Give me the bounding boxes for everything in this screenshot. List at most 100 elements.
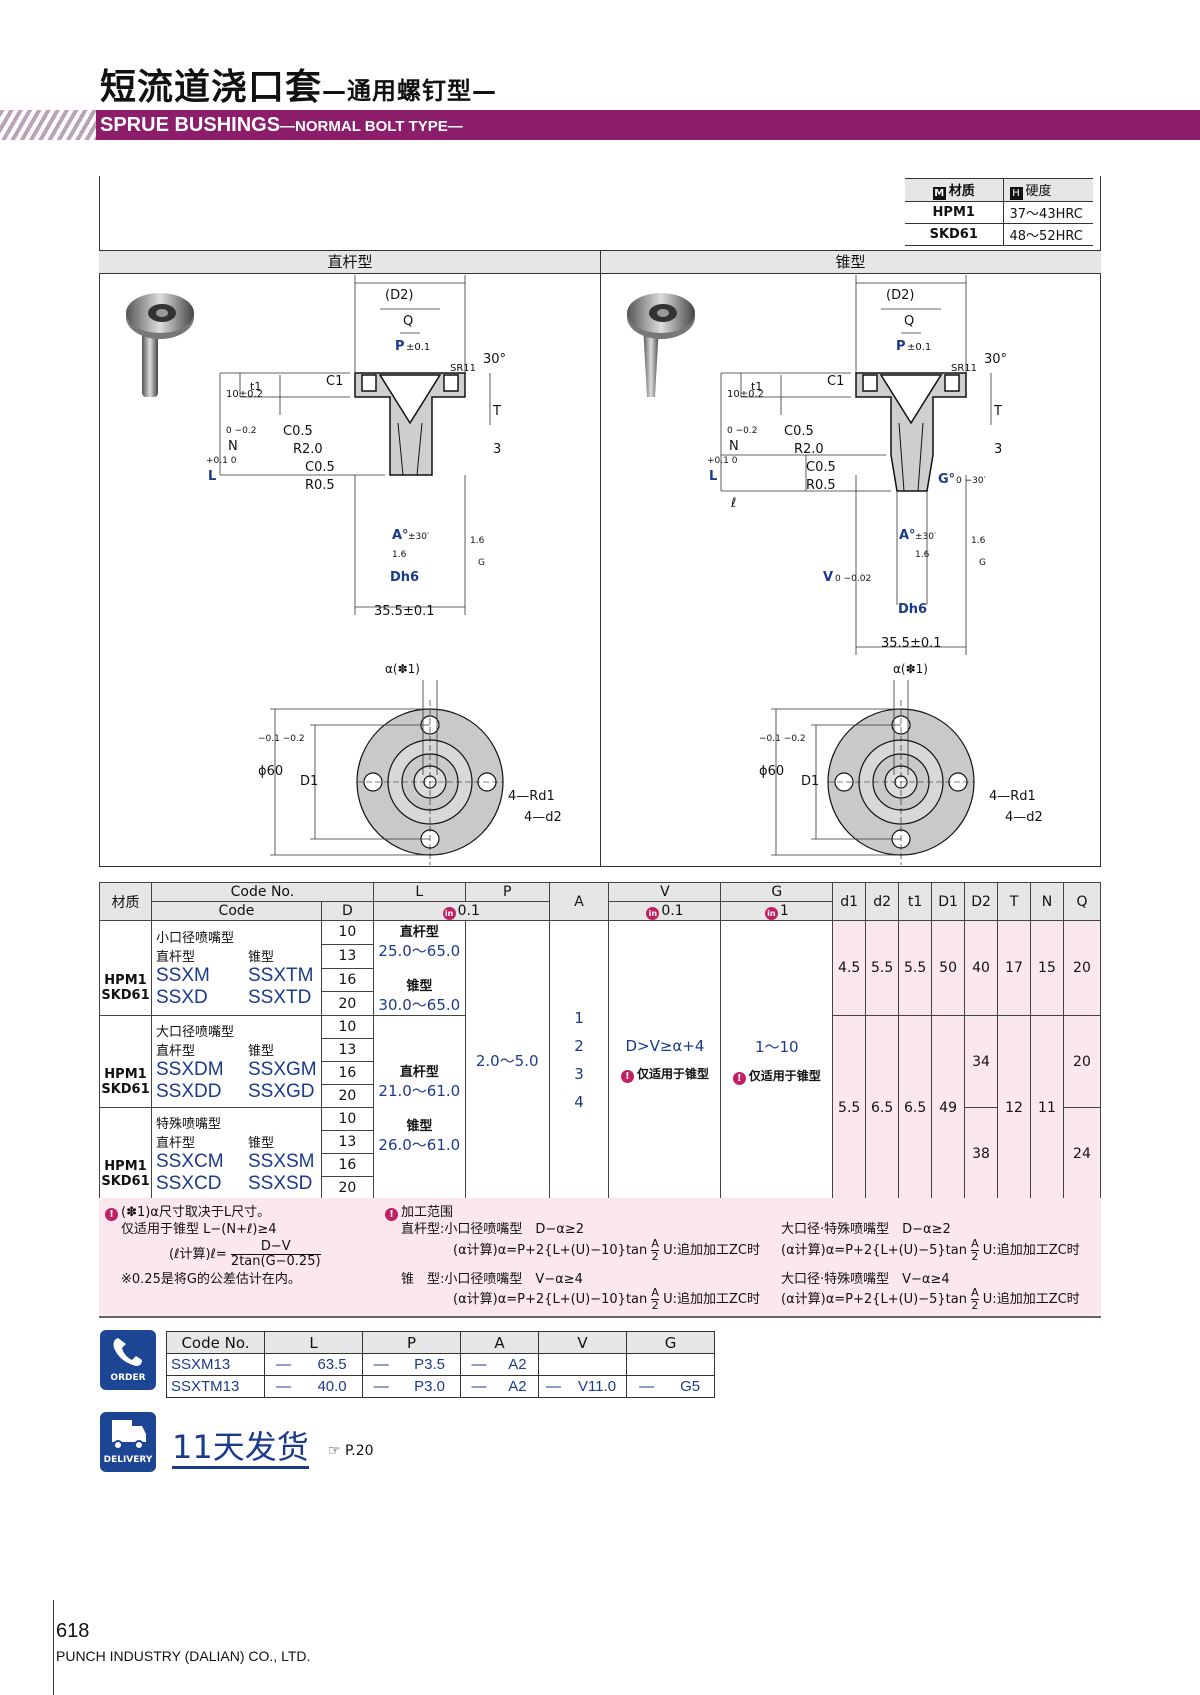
material-hardness: 48～52HRC [1003, 223, 1093, 246]
order-p: P3.0 [399, 1375, 462, 1398]
dim-c05b: C0.5 [305, 460, 335, 475]
dim-g-mark: G [478, 558, 485, 568]
dim-sr11: SR11 [450, 363, 476, 374]
hdr-v: V [608, 882, 722, 902]
page-number: 618 [56, 1620, 90, 1642]
table-row: 13 [100, 943, 1101, 969]
hdr-d2: d2 [865, 882, 900, 921]
dim-phi60-tol: −0.1 −0.2 [258, 734, 305, 744]
dim-q: Q [403, 314, 413, 329]
product-photo [627, 293, 695, 397]
delivery-icon-label: DELIVERY [103, 1455, 153, 1465]
order-sep [626, 1353, 667, 1376]
dim-n: N [228, 439, 238, 454]
hdr-D2: D2 [964, 882, 999, 921]
order-icon-label: ORDER [110, 1373, 146, 1383]
order-a: A2 [496, 1353, 539, 1376]
group3-material: HPM1 SKD61 [99, 1107, 152, 1200]
v-formula: D>V≥α+4 [625, 1037, 705, 1055]
dim-d1: D1 [300, 774, 318, 789]
unit-tag-icon: in [646, 906, 660, 920]
group1-label: 小口径喷嘴型 [155, 931, 234, 946]
table-row: 20 [100, 991, 1101, 1016]
code-ssxgd: SSXGD [247, 1080, 315, 1102]
code-ssxdm: SSXDM [155, 1058, 224, 1080]
order-hdr: V [538, 1331, 627, 1354]
dim-r20: R2.0 [794, 442, 824, 457]
order-sep: — [362, 1375, 400, 1398]
warning-icon: ! [385, 1208, 398, 1221]
note-3: (ℓ计算)ℓ= D−V 2tan(G−0.25) [169, 1240, 321, 1269]
group2-straight-label: 直杆型 [155, 1043, 195, 1059]
group1-l-straight-label: 直杆型 [399, 925, 439, 940]
notes-box: !(✽1)α尺寸取决于L尺寸。 仅适用于锥型 L−(N+ℓ)≥4 (ℓ计算)ℓ=… [99, 1198, 1101, 1318]
hdr-material: 材质 [99, 882, 152, 921]
dim-t1: t1 [250, 380, 261, 393]
group1-material: HPM1 SKD61 [99, 920, 152, 1016]
dim-g-mark: G [979, 558, 986, 568]
order-row: SSXM13 — 63.5 — P3.5 — A2 [166, 1353, 716, 1376]
dim-rd1: 4—Rd1 [508, 789, 555, 804]
group1-l-straight: 25.0～65.0 [378, 942, 461, 960]
order-sep: — [362, 1353, 400, 1376]
machining-2-note: U:追加加工ZC时 [663, 1243, 760, 1258]
group23-l-cone: 26.0～61.0 [378, 1135, 461, 1154]
straight-type-drawing: (D2) Q P ±0.1 SR11 30° C1 C0.5 R2.0 C0.5… [126, 275, 562, 865]
dim-10: 10±0.2 [226, 389, 263, 400]
dim-t: T [993, 404, 1002, 419]
v-note: 仅适用于锥型 [636, 1067, 709, 1081]
dim-rough-1: 1.6 [392, 550, 407, 560]
dim-35-5: 35.5±0.1 [881, 636, 942, 651]
dim-10: 10±0.2 [727, 389, 764, 400]
hdr-D1: D1 [931, 882, 966, 921]
d-value: 16 [320, 967, 374, 993]
dim-v: V [823, 570, 833, 585]
a-value: 2 [574, 1037, 584, 1055]
dim-r05: R0.5 [806, 478, 836, 493]
machining-3: 锥 型:小口径喷嘴型 V−α≥4 [401, 1272, 583, 1287]
dim-ell: ℓ [730, 496, 736, 511]
group3-cone-label: 锥型 [247, 1135, 274, 1151]
group1-T: 17 [997, 920, 1031, 1016]
hdr-l: L [372, 882, 466, 902]
order-code: SSXM13 [166, 1353, 265, 1376]
hdr-N: N [1029, 882, 1064, 921]
group23-N: 11 [1029, 1015, 1064, 1200]
dim-p: P [896, 339, 906, 354]
group3-D2: 38 [964, 1107, 999, 1200]
code-ssxsd: SSXSD [247, 1172, 313, 1194]
frac-num: A [651, 1237, 659, 1251]
order-icon: ORDER [100, 1330, 156, 1390]
dim-t: T [492, 404, 501, 419]
note-2: 仅适用于锥型 L−(N+ℓ)≥4 [121, 1222, 277, 1237]
group1-t1: 5.5 [898, 920, 933, 1016]
material-row: HPM1 37～43HRC [905, 201, 1093, 224]
hdr-p: P [464, 882, 550, 902]
dim-d1: D1 [801, 774, 819, 789]
frac-den: 2 [651, 1299, 659, 1312]
order-v: V11.0 [568, 1375, 627, 1398]
hdr-Q: Q [1062, 882, 1102, 921]
d-value: 16 [320, 1061, 374, 1085]
dim-30deg: 30° [483, 352, 506, 367]
table-row: 20 [100, 1084, 1101, 1108]
dim-a: A° [392, 528, 409, 543]
table-row: 16 [100, 1153, 1101, 1177]
dim-c1: C1 [827, 374, 844, 389]
order-hdr: P [362, 1331, 461, 1354]
group1-D1: 50 [931, 920, 966, 1016]
note-3-numerator: D−V [230, 1240, 321, 1255]
delivery-page-ref[interactable]: ☞ P.20 [328, 1443, 374, 1459]
frac-den: 2 [651, 1250, 659, 1263]
product-photo [126, 293, 194, 397]
d-value: 13 [320, 1038, 374, 1062]
order-hdr: A [460, 1331, 539, 1354]
machining-4-formula: (α计算)α=P+2{L+(U)−10}tan [453, 1292, 648, 1307]
order-g: G5 [666, 1375, 716, 1398]
group1-D2: 40 [964, 920, 999, 1016]
frac-num: A [971, 1286, 979, 1300]
machining-title: 加工范围 [401, 1205, 454, 1220]
